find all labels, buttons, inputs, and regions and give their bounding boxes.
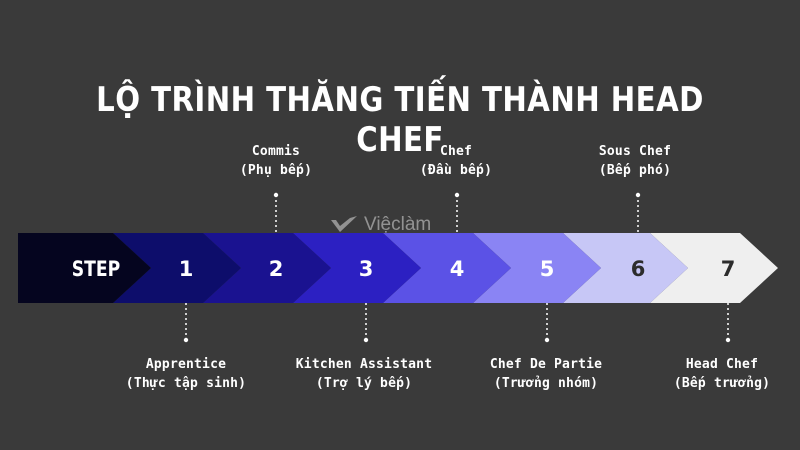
- step-start-chevron: [18, 233, 151, 303]
- label-line1: Commis: [251, 144, 301, 159]
- step-chevron-3: [293, 233, 421, 303]
- step-chevron-5: [473, 233, 601, 303]
- step-number-5: 5: [540, 257, 555, 281]
- step-number-1: 1: [179, 257, 194, 281]
- checkmark-logo-icon: [331, 216, 357, 232]
- connector-dot: [183, 337, 189, 343]
- label-line2: (Bếp phó): [598, 163, 672, 178]
- connector-dot: [544, 337, 550, 343]
- step-number-3: 3: [359, 257, 374, 281]
- connector-dot: [363, 337, 369, 343]
- page-title: LỘ TRÌNH THĂNG TIẾN THÀNH HEAD CHEF: [96, 80, 704, 160]
- watermark: Việclàm: [330, 214, 431, 236]
- label-kitchen-assistant: Kitchen Assistant (Trợ lý bếp): [274, 355, 454, 393]
- label-head-chef: Head Chef (Bếp trưởng): [632, 355, 800, 393]
- step-number-4: 4: [450, 257, 465, 281]
- step-number-6: 6: [631, 257, 646, 281]
- label-line1: Chef: [439, 144, 473, 159]
- label-line1: Chef De Partie: [489, 357, 603, 372]
- step-number-7: 7: [721, 257, 736, 281]
- label-commis: Commis (Phụ bếp): [186, 142, 366, 180]
- connector-dot: [454, 192, 460, 198]
- label-line2: (Trợ lý bếp): [315, 376, 413, 391]
- label-line1: Sous Chef: [598, 144, 672, 159]
- label-line1: Head Chef: [685, 357, 759, 372]
- step-number-2: 2: [269, 257, 284, 281]
- watermark-text: Việclàm: [364, 214, 432, 235]
- connector-dot: [725, 337, 731, 343]
- label-line2: (Thực tập sinh): [125, 376, 247, 391]
- label-apprentice: Apprentice (Thực tập sinh): [96, 355, 276, 393]
- label-chef-de-partie: Chef De Partie (Trưởng nhóm): [456, 355, 636, 393]
- connector-dot: [635, 192, 641, 198]
- label-line1: Apprentice: [145, 357, 227, 372]
- label-sous-chef: Sous Chef (Bếp phó): [545, 142, 725, 180]
- label-line2: (Đầu bếp): [419, 163, 493, 178]
- label-line1: Kitchen Assistant: [295, 357, 433, 372]
- step-chevron-7: [650, 233, 778, 303]
- label-line2: (Phụ bếp): [239, 163, 313, 178]
- step-chevron-1: [113, 233, 241, 303]
- connector-dot: [273, 192, 279, 198]
- step-chevron-6: [563, 233, 688, 303]
- label-chef: Chef (Đầu bếp): [366, 142, 546, 180]
- label-line2: (Trưởng nhóm): [493, 376, 599, 391]
- step-chevron-2: [203, 233, 331, 303]
- label-line2: (Bếp trưởng): [673, 376, 771, 391]
- step-label: STEP: [72, 256, 120, 281]
- step-chevron-4: [383, 233, 511, 303]
